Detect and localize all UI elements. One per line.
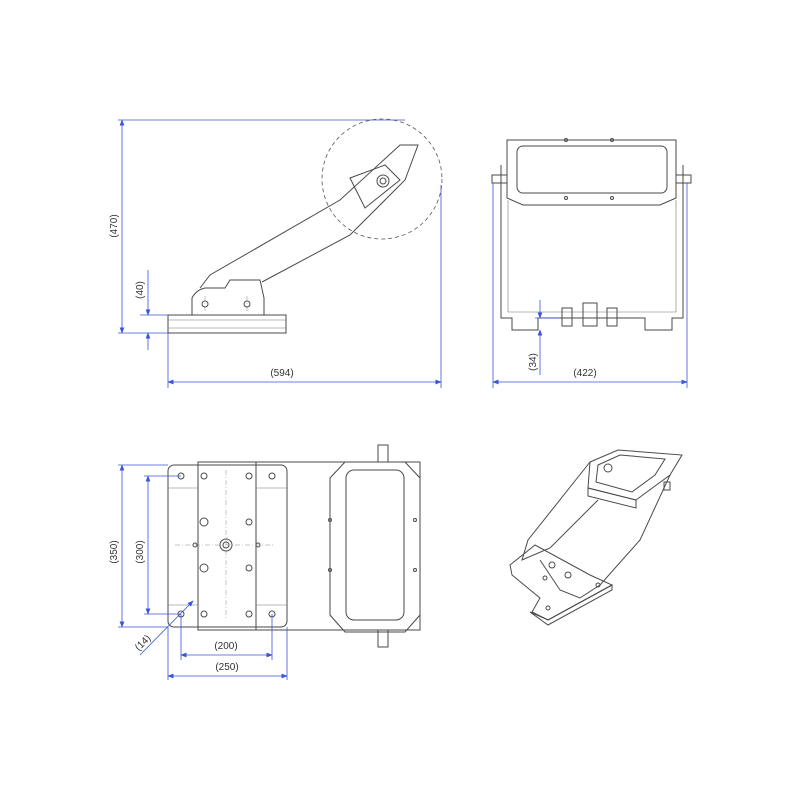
- dim-width-label: (422): [573, 368, 596, 379]
- dim-hole-spacing-x-label: (200): [214, 641, 237, 652]
- dim-base-height-label: (40): [135, 281, 146, 299]
- side-view: (470) (40) (594): [109, 118, 443, 388]
- plan-view: (350) (300) (14) (200) (250): [109, 444, 421, 680]
- dim-foot-height-label: (34): [528, 353, 539, 371]
- dim-hole-spacing-y-label: (300): [135, 540, 146, 563]
- dim-plate-depth-label: (350): [109, 540, 120, 563]
- dim-height-label: (470): [109, 214, 120, 237]
- dim-length-label: (594): [270, 368, 293, 379]
- isometric-view: [509, 449, 683, 626]
- dim-hole-diameter-label: (14): [133, 633, 153, 653]
- dim-plate-width-label: (250): [215, 662, 238, 673]
- front-view: (34) (422): [491, 138, 692, 388]
